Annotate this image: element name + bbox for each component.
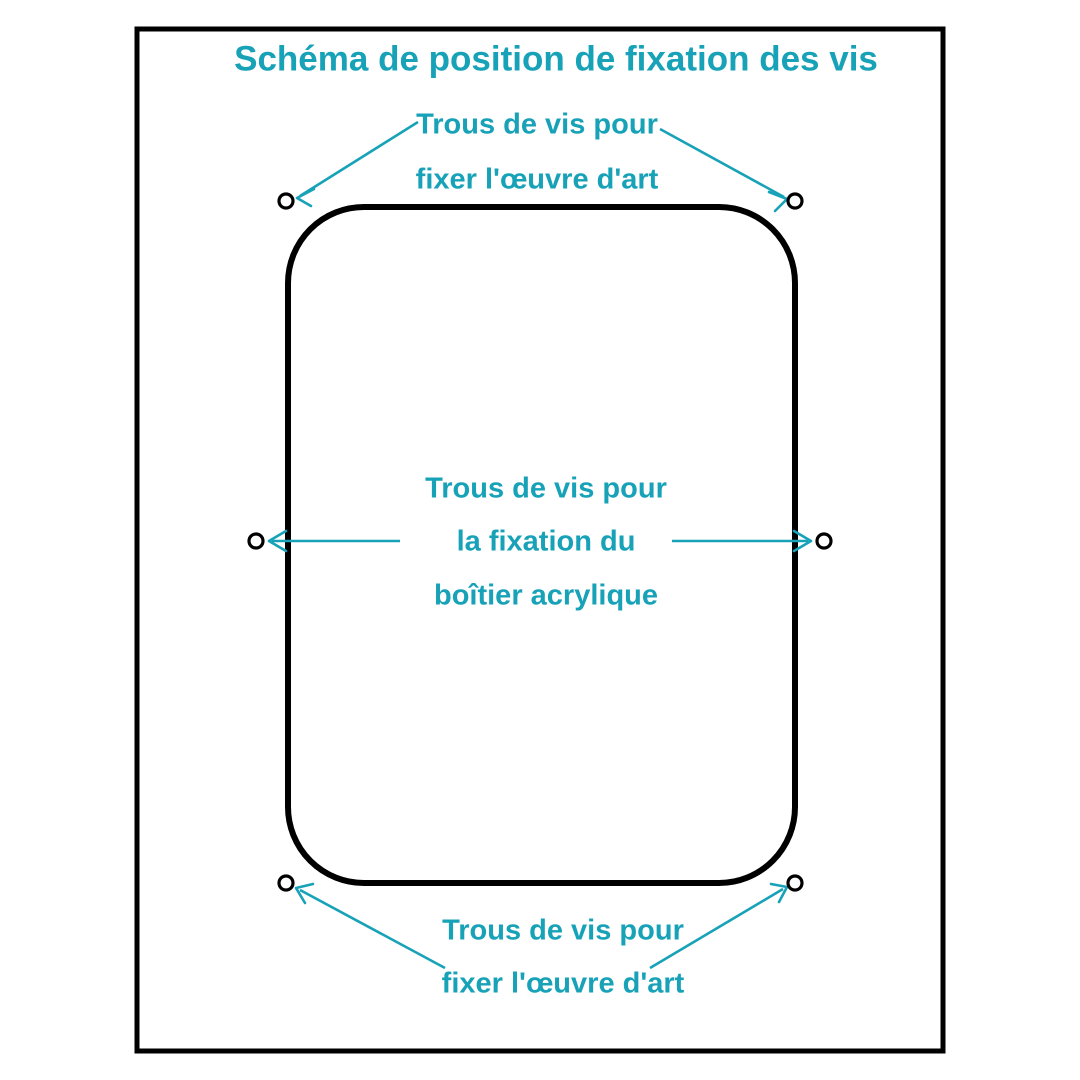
screw-hole-middle-left (247, 532, 265, 550)
screw-hole-top-left (277, 192, 295, 210)
arrow-head-middle-left (267, 529, 288, 553)
annotation-top-line-1: Trous de vis pour (416, 109, 658, 141)
page-title: Schéma de position de fixation des vis (234, 39, 878, 78)
annotation-bottom-line-2: fixer l'œuvre d'art (442, 968, 685, 1000)
annotation-middle-line-3: boîtier acrylique (434, 580, 658, 612)
screw-hole-bottom-left (277, 874, 295, 892)
acrylic-case-outline (285, 204, 798, 886)
screw-hole-top-right (786, 192, 804, 210)
annotation-middle-line-1: Trous de vis pour (425, 473, 667, 505)
annotation-top-line-2: fixer l'œuvre d'art (416, 164, 659, 196)
screw-hole-middle-right (815, 532, 833, 550)
arrow-head-bottom-right (769, 882, 789, 904)
arrow-head-middle-right (792, 529, 813, 553)
arrow-line-bottom-right (649, 887, 784, 970)
annotation-middle: Trous de vis pour la fixation du boîtier… (267, 473, 813, 612)
annotation-bottom-line-1: Trous de vis pour (442, 915, 684, 947)
arrow-line-top-right (659, 127, 785, 199)
screw-hole-bottom-right (786, 874, 804, 892)
annotation-bottom: Trous de vis pour fixer l'œuvre d'art (294, 882, 789, 1000)
arrow-head-bottom-left (294, 882, 315, 905)
annotation-top: Trous de vis pour fixer l'œuvre d'art (295, 109, 789, 213)
arrow-head-top-left (295, 187, 316, 208)
arrow-line-bottom-left (299, 888, 446, 970)
arrow-line-top-left (299, 120, 419, 198)
annotation-middle-line-2: la fixation du (457, 526, 636, 558)
